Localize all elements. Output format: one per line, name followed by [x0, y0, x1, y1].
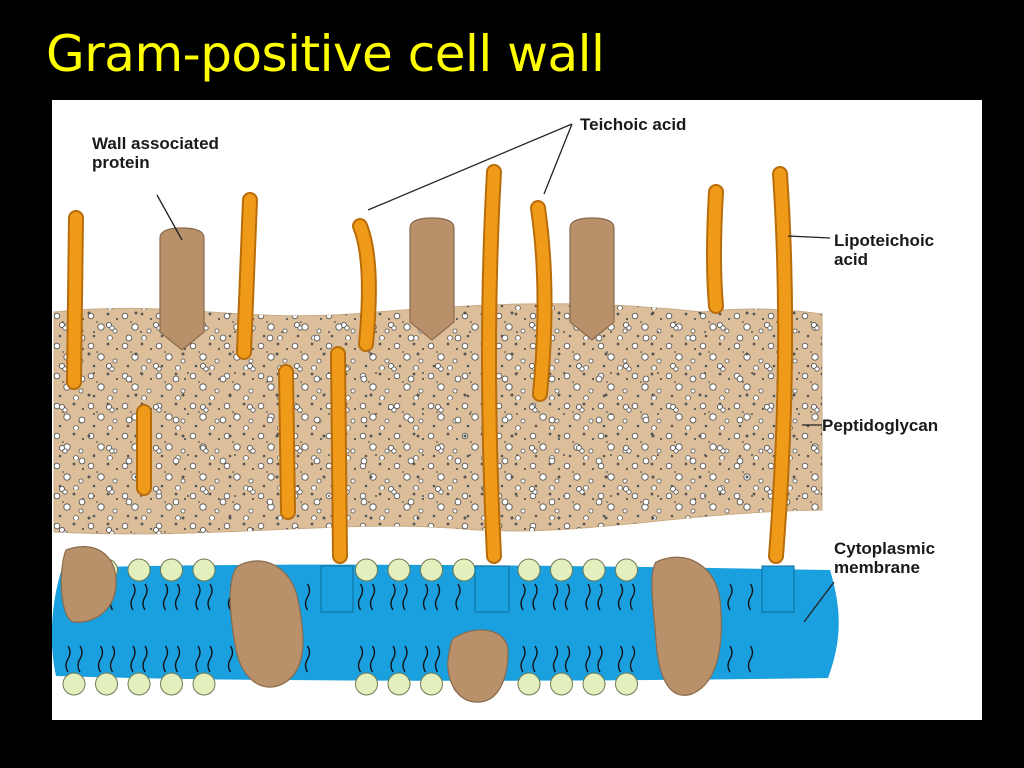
lipid-tail: [357, 583, 364, 611]
lipid-tail: [727, 583, 733, 611]
lipid-tail: [195, 583, 201, 611]
lipid-tail: [727, 645, 733, 673]
lipid-tail: [422, 583, 429, 611]
membrane-proteins: [60, 546, 722, 703]
lipid-tail: [585, 583, 591, 611]
leader-lines: [156, 123, 835, 623]
lipid-head: [62, 672, 86, 696]
lipid-head: [355, 672, 378, 696]
lipid-tail: [357, 645, 364, 673]
lipid-tail: [629, 645, 636, 673]
lipid-tail: [532, 645, 538, 673]
lipid-tail: [304, 583, 311, 611]
lipid-head: [517, 672, 541, 696]
lipid-tail: [422, 645, 429, 673]
lipid-tail: [520, 645, 526, 673]
membrane-anchors: [320, 565, 795, 613]
lipid-tail: [552, 583, 559, 611]
lipid-head: [615, 558, 638, 582]
lipid-head: [517, 558, 541, 582]
lipid-tail: [597, 645, 603, 673]
lipoteichoic-acid-label: Lipoteichoic acid: [834, 231, 935, 269]
lipid-head: [387, 558, 411, 582]
lipid-tail: [564, 583, 571, 611]
lipid-head: [420, 558, 443, 582]
lipid-tail: [747, 583, 754, 611]
lipid-head: [387, 672, 411, 696]
lipid-tail: [97, 645, 104, 673]
lipid-head: [127, 558, 151, 582]
lipid-head: [160, 558, 183, 582]
teichoic-acid-label: Teichoic acid: [580, 115, 687, 134]
lipid-head: [420, 672, 443, 696]
lipid-head: [160, 672, 183, 696]
slide-title: Gram-positive cell wall: [46, 25, 605, 83]
lipid-tail: [617, 645, 624, 673]
lipid-tail: [390, 645, 396, 673]
lipid-tail: [597, 583, 603, 611]
wall-associated-proteins: [159, 217, 615, 351]
lipid-tail: [747, 645, 754, 673]
lipid-tail: [369, 583, 376, 611]
lipid-tail: [629, 583, 636, 611]
wall-associated-protein-label: Wall associated protein: [92, 134, 219, 172]
lipid-head: [192, 558, 216, 582]
lipid-head: [582, 558, 606, 582]
lipid-tail: [207, 583, 213, 611]
lipid-tail: [532, 583, 538, 611]
lipid-tail: [402, 645, 408, 673]
lipid-head: [582, 672, 606, 696]
lipid-tail: [564, 645, 571, 673]
lipid-tail: [130, 583, 136, 611]
lipid-tail: [162, 583, 169, 611]
lipid-tail: [77, 645, 83, 673]
lipid-tail: [227, 645, 234, 673]
lipid-tail: [109, 645, 116, 673]
lipid-tail: [434, 583, 441, 611]
lipid-head: [550, 558, 573, 582]
lipid-tail: [174, 645, 181, 673]
lipid-tail: [390, 583, 396, 611]
lipid-tail: [585, 645, 591, 673]
lipid-head: [192, 672, 216, 696]
lipid-head: [615, 672, 638, 696]
lipid-tail: [195, 645, 201, 673]
lipid-head: [355, 558, 378, 582]
cell-wall-diagram: Wall associated protein Teichoic acid Li…: [52, 100, 982, 720]
diagram-canvas: [52, 123, 839, 703]
lipid-tail: [130, 645, 136, 673]
teichoic-acid-rods: [66, 164, 794, 564]
lipid-tail: [174, 583, 181, 611]
lipid-tail: [402, 583, 408, 611]
peptidoglycan-label: Peptidoglycan: [822, 416, 939, 435]
lipid-tail: [207, 645, 213, 673]
lipid-tail: [142, 583, 148, 611]
lipid-tail: [617, 583, 624, 611]
peptidoglycan-layer: [53, 303, 823, 535]
lipid-tail: [142, 645, 148, 673]
lipid-head: [95, 672, 118, 696]
lipid-head: [452, 558, 476, 582]
cytoplasmic-membrane-label: Cytoplasmic membrane: [834, 539, 936, 577]
lipid-tail: [162, 645, 169, 673]
lipid-tail: [520, 583, 526, 611]
lipid-tail: [369, 645, 376, 673]
lipid-tail: [552, 645, 559, 673]
lipid-tail: [434, 645, 441, 673]
lipid-tail: [65, 645, 71, 673]
lipid-head: [127, 672, 151, 696]
lipid-head: [550, 672, 573, 696]
lipid-tail: [304, 645, 311, 673]
lipid-tail: [455, 583, 461, 611]
